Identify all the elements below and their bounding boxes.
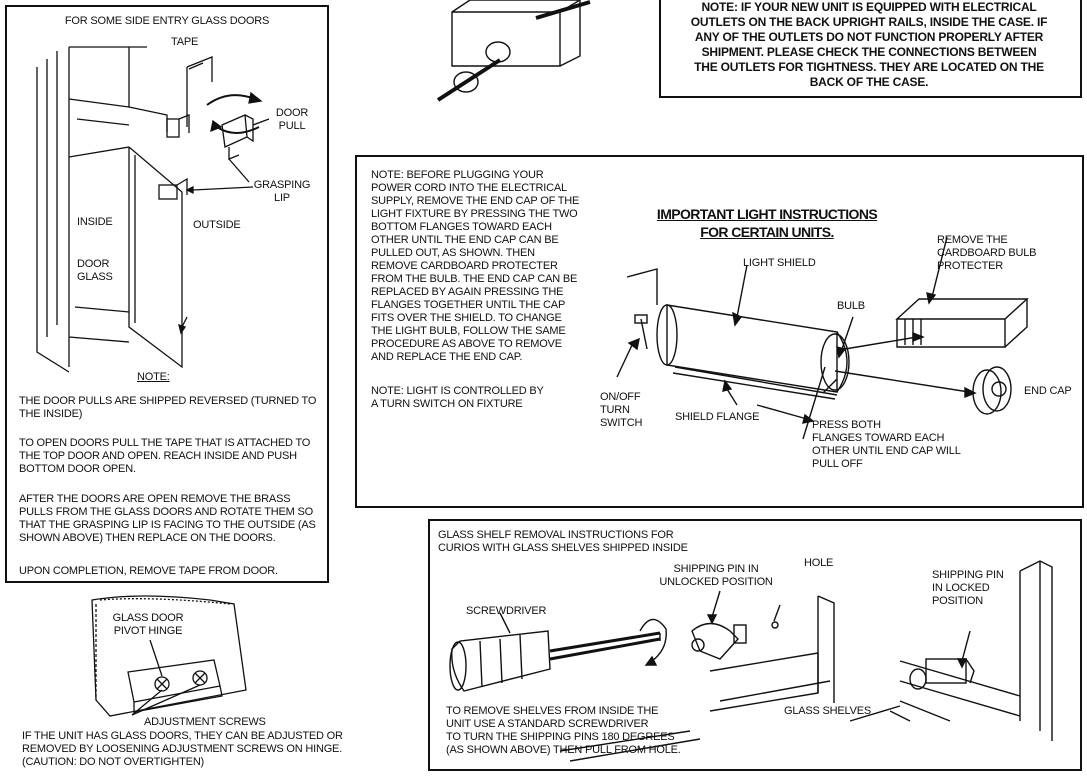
shelf-title: GLASS SHELF REMOVAL INSTRUCTIONS FOR CUR… bbox=[438, 529, 688, 554]
door-note-2: TO OPEN DOORS PULL THE TAPE THAT IS ATTA… bbox=[19, 437, 311, 475]
glass-shelves-label: GLASS SHELVES bbox=[784, 705, 872, 717]
protecter-label: REMOVE THE CARDBOARD BULB PROTECTER bbox=[937, 234, 1037, 272]
screwdriver-label: SCREWDRIVER bbox=[466, 605, 547, 617]
grasping-lip-label: GRASPING LIP bbox=[253, 179, 311, 204]
switch-note: NOTE: LIGHT IS CONTROLLED BY A TURN SWIT… bbox=[371, 385, 544, 410]
bulb-label: BULB bbox=[837, 300, 865, 312]
side-door-panel: FOR SOME SIDE ENTRY GLASS DOORS bbox=[5, 5, 329, 583]
tape-label: TAPE bbox=[171, 36, 199, 48]
light-note-text: NOTE: BEFORE PLUGGING YOUR POWER CORD IN… bbox=[371, 169, 580, 363]
shelf-instructions: TO REMOVE SHELVES FROM INSIDE THE UNIT U… bbox=[446, 705, 681, 756]
light-title: IMPORTANT LIGHT INSTRUCTIONS FOR CERTAIN… bbox=[656, 206, 878, 240]
electrical-note-box: NOTE: IF YOUR NEW UNIT IS EQUIPPED WITH … bbox=[659, 0, 1082, 98]
door-illustration bbox=[36, 46, 270, 373]
shelf-illustration bbox=[449, 560, 1053, 762]
end-cap-label: END CAP bbox=[1024, 385, 1072, 397]
press-flanges-label: PRESS BOTH FLANGES TOWARD EACH OTHER UNT… bbox=[812, 419, 961, 470]
pin-unlocked-label: SHIPPING PIN IN UNLOCKED POSITION bbox=[659, 563, 773, 588]
outside-label: OUTSIDE bbox=[193, 219, 241, 231]
light-instructions-panel: NOTE: BEFORE PLUGGING YOUR POWER CORD IN… bbox=[355, 155, 1084, 508]
inside-label: INSIDE bbox=[77, 216, 113, 228]
pin-locked-label: SHIPPING PIN IN LOCKED POSITION bbox=[932, 569, 1004, 607]
side-door-title: FOR SOME SIDE ENTRY GLASS DOORS bbox=[64, 15, 270, 27]
door-note-4: UPON COMPLETION, REMOVE TAPE FROM DOOR. bbox=[19, 565, 278, 577]
hinge-note: IF THE UNIT HAS GLASS DOORS, THEY CAN BE… bbox=[22, 730, 343, 768]
pivot-hinge-label: GLASS DOOR PIVOT HINGE bbox=[112, 612, 184, 637]
adjustment-screws-label: ADJUSTMENT SCREWS bbox=[144, 716, 266, 728]
door-pull-label: DOOR PULL bbox=[275, 107, 309, 132]
switch-label: ON/OFF TURN SWITCH bbox=[600, 391, 643, 429]
glass-shelf-panel: GLASS SHELF REMOVAL INSTRUCTIONS FOR CUR… bbox=[428, 519, 1082, 771]
door-glass-label: DOOR GLASS bbox=[77, 258, 113, 283]
light-fixture-illustration bbox=[616, 236, 1029, 440]
shield-flange-label: SHIELD FLANGE bbox=[675, 411, 760, 423]
electrical-note-text: NOTE: IF YOUR NEW UNIT IS EQUIPPED WITH … bbox=[690, 0, 1048, 89]
light-shield-label: LIGHT SHIELD bbox=[743, 257, 816, 269]
door-note-3: AFTER THE DOORS ARE OPEN REMOVE THE BRAS… bbox=[19, 493, 316, 544]
door-note-1: THE DOOR PULLS ARE SHIPPED REVERSED (TUR… bbox=[19, 395, 317, 420]
note-heading: NOTE: bbox=[137, 371, 170, 383]
hole-label: HOLE bbox=[804, 557, 834, 569]
